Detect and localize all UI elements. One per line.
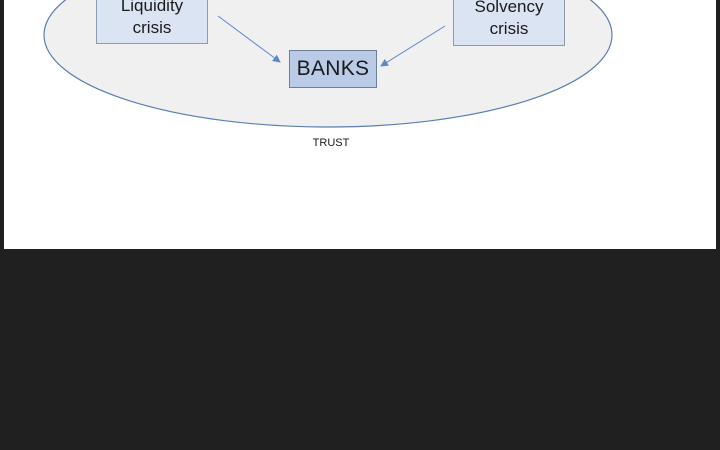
solvency-crisis-node: Solvency crisis (453, 0, 565, 46)
slide: Liquidity crisis Solvency crisis BANKS T… (4, 0, 716, 249)
arrow-liquidity-to-banks (217, 15, 281, 63)
trust-label: TRUST (312, 137, 350, 149)
banks-label: BANKS (296, 57, 370, 80)
liquidity-crisis-label: Liquidity crisis (120, 0, 184, 37)
solvency-crisis-label: Solvency crisis (474, 0, 544, 38)
liquidity-crisis-node: Liquidity crisis (96, 0, 208, 44)
banks-node: BANKS (289, 50, 377, 88)
arrow-solvency-to-banks (380, 25, 446, 67)
